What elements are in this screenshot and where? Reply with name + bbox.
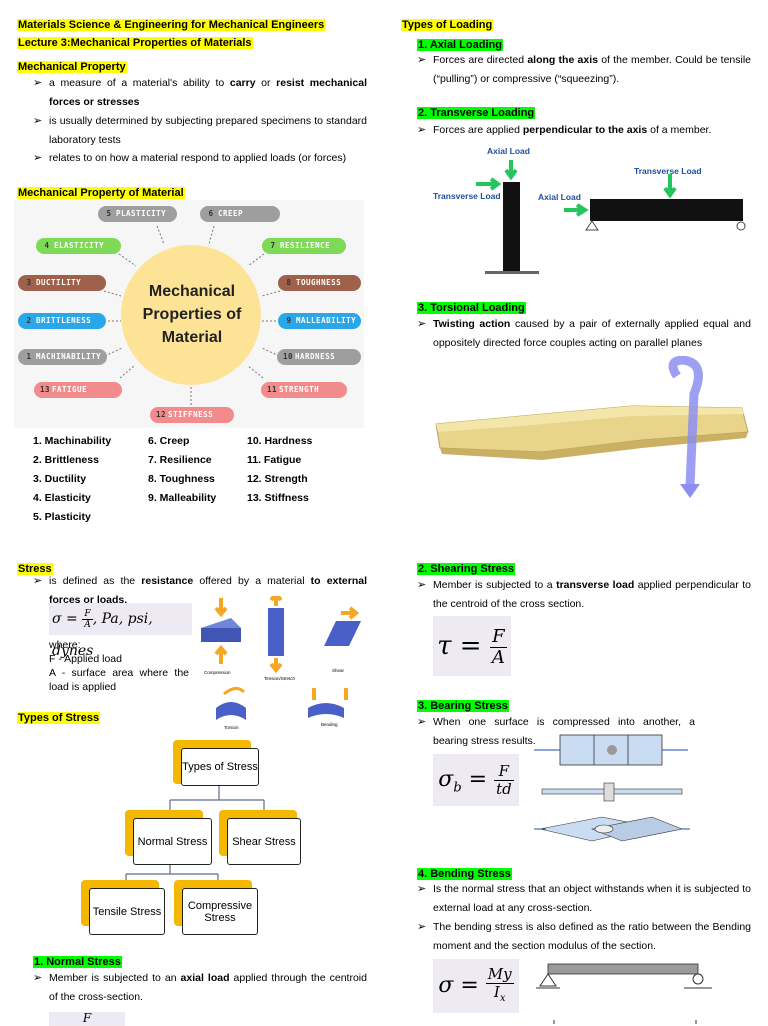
property-list-col1: 1. Machinability 2. Brittleness 3. Ducti… bbox=[33, 435, 112, 523]
course-title: Materials Science & Engineering for Mech… bbox=[17, 19, 326, 31]
torsional-loading-bullet: ➢Twisting action caused by a pair of ext… bbox=[417, 318, 751, 349]
bearing-stress-heading: 3. Bearing Stress bbox=[417, 700, 509, 712]
stress-heading: Stress bbox=[17, 563, 53, 575]
bending-stress-heading: 4. Bending Stress bbox=[417, 868, 512, 880]
property-list-col2: 6. Creep 7. Resilience 8. Toughness 9. M… bbox=[148, 435, 217, 504]
types-of-loading-heading: Types of Loading bbox=[401, 19, 494, 31]
torsion-illustration bbox=[435, 356, 749, 498]
document-header: Materials Science & Engineering for Mech… bbox=[17, 15, 326, 51]
normal-stress-formula-partial: F bbox=[49, 1012, 125, 1026]
bending-stress-bullet-1: ➢Is the normal stress that an object wit… bbox=[417, 883, 751, 914]
beam-illustration bbox=[536, 963, 712, 1024]
infographic-connectors bbox=[103, 225, 281, 408]
fig-label-bending: Bending bbox=[321, 722, 338, 727]
lecture-title: Lecture 3:Mechanical Properties of Mater… bbox=[17, 37, 253, 49]
axial-loading-heading: 1. Axial Loading bbox=[417, 39, 503, 51]
bearing-stress-bullet: ➢When one surface is compressed into ano… bbox=[417, 716, 695, 747]
mech-property-bullet-1: ➢a measure of a material's ability to ca… bbox=[33, 77, 367, 108]
stress-where: where: F - Applied load A - surface area… bbox=[49, 639, 189, 693]
fig-label-torsion: Torsion bbox=[224, 725, 239, 730]
transverse-loading-bullet: ➢Forces are applied perpendicular to the… bbox=[417, 124, 712, 136]
fig-label-tension: Tension/Stretch bbox=[264, 676, 296, 681]
normal-stress-bullet: ➢Member is subjected to an axial load ap… bbox=[33, 972, 367, 1003]
torsional-loading-heading: 3. Torsional Loading bbox=[417, 302, 526, 314]
stress-definition: ➢is defined as the resistance offered by… bbox=[33, 575, 367, 606]
loading-figure: Axial Load Transverse Load Axial Load Tr… bbox=[430, 144, 752, 276]
infographic-center-text: Mechanical Properties of Material bbox=[142, 283, 242, 346]
node-shear-stress: Shear Stress bbox=[227, 818, 301, 865]
mech-property-material-heading: Mechanical Property of Material bbox=[17, 187, 185, 199]
node-compressive-stress: Compressive Stress bbox=[182, 888, 258, 935]
bending-stress-bullet-2: ➢The bending stress is also defined as t… bbox=[417, 921, 751, 952]
infographic-center-circle bbox=[121, 245, 261, 385]
fig-label-shear: Shear bbox=[332, 668, 345, 673]
fig-label-compression: Compression bbox=[204, 670, 231, 675]
stress-types-figure: Compression Tension/Stretch Shear Torsio… bbox=[196, 590, 367, 730]
mech-property-bullet-2: ➢is usually determined by subjecting pre… bbox=[33, 115, 367, 146]
normal-stress-heading: 1. Normal Stress bbox=[33, 956, 122, 968]
mech-property-heading: Mechanical Property bbox=[17, 61, 127, 73]
shearing-stress-bullet: ➢Member is subjected to a transverse loa… bbox=[417, 579, 751, 610]
property-list-col3: 10. Hardness 11. Fatigue 12. Strength 13… bbox=[247, 435, 313, 504]
label-transverse-load-2: Transverse Load bbox=[634, 166, 702, 176]
node-normal-stress: Normal Stress bbox=[133, 818, 212, 865]
label-axial-load-2: Axial Load bbox=[538, 192, 581, 202]
label-axial-load-1: Axial Load bbox=[487, 146, 530, 156]
types-of-stress-heading: Types of Stress bbox=[17, 712, 101, 724]
label-transverse-load-1: Transverse Load bbox=[433, 191, 501, 201]
bearing-illustration bbox=[534, 734, 690, 842]
stress-types-illustration bbox=[201, 590, 361, 720]
types-of-stress-chart: Types of Stress Normal Stress Shear Stre… bbox=[78, 738, 333, 938]
node-tensile-stress: Tensile Stress bbox=[89, 888, 165, 935]
axial-loading-bullet: ➢Forces are directed along the axis of t… bbox=[417, 54, 752, 85]
node-types-of-stress: Types of Stress bbox=[181, 748, 259, 786]
mech-property-bullet-3: ➢relates to on how a material respond to… bbox=[33, 152, 347, 164]
shearing-stress-heading: 2. Shearing Stress bbox=[417, 563, 515, 575]
loading-illustration bbox=[476, 160, 746, 274]
transverse-loading-heading: 2. Transverse Loading bbox=[417, 107, 536, 119]
